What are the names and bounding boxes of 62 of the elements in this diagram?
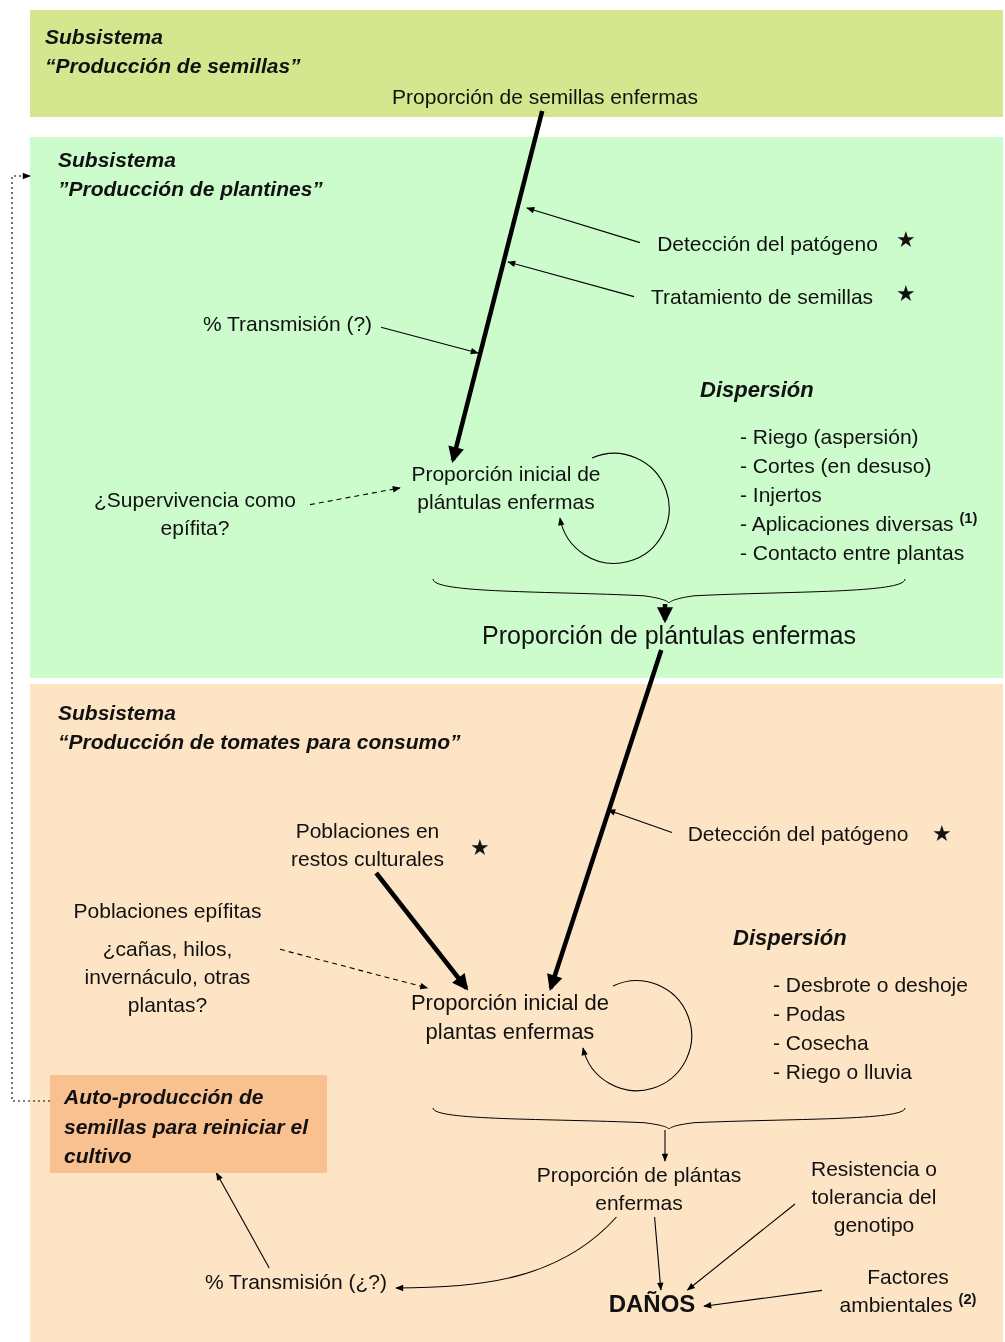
process-box: Auto-producción de semillas para reiniciar el cultivo (50, 1075, 327, 1173)
list-item: - Riego (aspersión) (739, 424, 920, 450)
arrow (703, 1289, 823, 1309)
arrow (661, 1129, 669, 1162)
arrow (547, 649, 664, 992)
list-item: - Cosecha (772, 1030, 870, 1056)
star-mark: ★ (470, 836, 490, 860)
subsystem-band (30, 684, 1003, 1342)
list-item: - Contacto entre plantas (739, 540, 966, 566)
band-heading: ”Producción de plantines” (58, 176, 324, 202)
brace (432, 577, 906, 604)
node-label: Factores ambientales $^{(2)}$ (822, 1263, 994, 1319)
subsystem-band (30, 10, 1003, 117)
node-label: Proporción de semillas enfermas (378, 83, 712, 111)
band-heading: “Producción de tomates para consumo” (58, 729, 462, 755)
list-item: - Riego o lluvia (772, 1059, 913, 1085)
band-heading: Subsistema (58, 700, 177, 726)
arrow (374, 871, 469, 991)
arrow (507, 260, 635, 298)
node-label: Proporción inicial de plantas enfermas (392, 988, 628, 1046)
band-heading: Subsistema (58, 147, 177, 173)
star-mark: ★ (896, 282, 916, 306)
node-label: DAÑOS (600, 1290, 704, 1318)
star-mark: ★ (896, 228, 916, 252)
star-mark: ★ (932, 822, 952, 846)
arrow (654, 1216, 664, 1291)
node-label: % Transmisión (?) (194, 310, 381, 338)
node-label: ¿cañas, hilos, invernáculo, otras plantas? (83, 936, 252, 1018)
dashed-arrow (11, 172, 51, 1102)
arrow (395, 1216, 618, 1292)
arrow (607, 809, 673, 833)
node-label: ¿Supervivencia como epífita? (80, 486, 310, 542)
node-label: Proporción inicial de plántulas enfermas (400, 460, 612, 516)
node-label: Detección del patógeno (672, 820, 924, 848)
heading: Dispersión (700, 377, 815, 403)
list-item: - Aplicaciones diversas $^{(1)}$ (739, 509, 979, 537)
node-label: Resistencia o tolerancia del genotipo (795, 1155, 953, 1239)
loop-arrow (558, 452, 670, 564)
list-item: - Podas (772, 1001, 847, 1027)
loop-arrow (582, 980, 693, 1092)
arrow (526, 207, 641, 244)
band-heading: “Producción de semillas” (45, 53, 302, 79)
node-label: % Transmisión (¿?) (196, 1268, 396, 1296)
brace (432, 1106, 906, 1130)
node-label: Detección del patógeno (640, 230, 895, 258)
arrow (380, 326, 479, 355)
list-item: - Injertos (739, 482, 823, 508)
list-item: - Desbrote o deshoje (772, 972, 969, 998)
list-item: - Cortes (en desuso) (739, 453, 933, 479)
node-label: Poblaciones epífitas (72, 898, 263, 924)
node-label: Tratamiento de semillas (634, 283, 890, 311)
heading: Dispersión (733, 925, 848, 951)
dashed-arrow (279, 948, 429, 990)
band-heading: Subsistema (45, 24, 164, 50)
dashed-arrow (309, 486, 401, 506)
node-label: Proporción de plántulas enfermas (464, 620, 874, 650)
arrow (657, 604, 673, 624)
arrow (686, 1203, 796, 1291)
arrow (215, 1172, 270, 1269)
subsystem-band (30, 137, 1003, 678)
node-label: Proporción de plántas enfermas (518, 1161, 760, 1217)
node-label: Poblaciones en restos culturales (270, 817, 465, 873)
